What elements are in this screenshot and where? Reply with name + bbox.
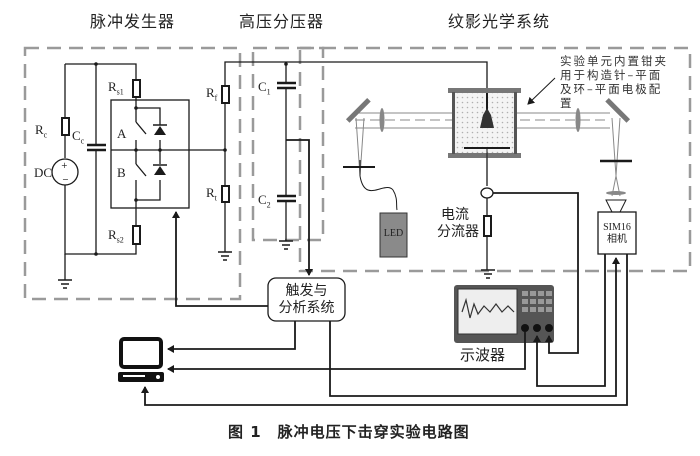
ground-icon (481, 269, 495, 279)
camera-name: 相机 (607, 234, 627, 245)
label-rs2: Rs2 (108, 227, 124, 245)
resistor-rc (61, 117, 70, 136)
streamer (480, 108, 494, 128)
shunt-circuit (480, 158, 494, 270)
label-c1: C1 (258, 79, 271, 97)
label-cc: Cc (72, 128, 85, 146)
figure-caption: 图 1 脉冲电压下击穿实验电路图 (228, 423, 470, 441)
dc-minus: − (62, 175, 69, 184)
label-rf: Rf (206, 85, 218, 103)
schlieren-optics (343, 77, 632, 213)
signal-wiring (141, 192, 628, 406)
current-probe (480, 187, 494, 199)
pulse-generator-boundary (23, 46, 242, 301)
resistor-rs1 (132, 79, 141, 98)
divider-circuit (221, 61, 488, 276)
shunt-label-line: 电流 (441, 207, 469, 223)
diode-a (154, 126, 166, 135)
label-dc: DC (34, 165, 53, 180)
annotation-line: 及环–平面电极配 (560, 82, 663, 96)
oscilloscope (454, 285, 554, 343)
section-title-hv-divider: 高压分压器 (239, 12, 325, 31)
trigger-analysis-label: 触发与 分析系统 (268, 283, 345, 317)
trigger-analysis-box (267, 277, 346, 322)
section-boundaries (23, 46, 692, 301)
diode-b (154, 166, 166, 175)
oscilloscope-label: 示波器 (460, 346, 506, 364)
led-box (379, 212, 408, 258)
ground-icon (218, 251, 232, 261)
current-shunt-label: 电流 分流器 (437, 207, 479, 241)
switch-box (110, 99, 190, 209)
resistor-rt (221, 185, 230, 203)
hv-divider-boundary (251, 46, 325, 242)
trigger-label-line: 分析系统 (278, 300, 335, 316)
ground-icon (279, 240, 293, 250)
resistor-rs2 (132, 225, 141, 245)
computer-icon (118, 337, 164, 382)
mirror-right (605, 97, 631, 123)
label-switch-a: A (117, 126, 127, 141)
led-label: LED (383, 228, 404, 239)
dc-plus: + (61, 161, 68, 170)
mirror-left (345, 97, 371, 123)
ground-symbols (58, 240, 495, 289)
trigger-label-line: 触发与 (285, 283, 328, 299)
label-rs1: Rs1 (108, 79, 124, 97)
electrode-annotation: 实验单元内置钳夹 用于构造针–平面 及环–平面电极配 置 (560, 54, 668, 110)
resistor-rf (221, 85, 230, 104)
label-c2: C2 (258, 192, 271, 210)
shunt-resistor (483, 215, 492, 237)
annotation-line: 实验单元内置钳夹 (560, 54, 668, 68)
section-title-schlieren: 纹影光学系统 (448, 12, 551, 31)
lens-camera (606, 191, 626, 195)
diodes (94, 62, 288, 256)
camera-model: SIM16 (603, 222, 631, 233)
section-title-pulse-generator: 脉冲发生器 (90, 12, 176, 31)
lens-right (575, 108, 581, 132)
shunt-label-line: 分流器 (437, 224, 479, 240)
label-rc: Rc (35, 122, 48, 140)
lens-left (379, 108, 385, 132)
annotation-line: 置 (560, 96, 574, 110)
label-switch-b: B (117, 165, 126, 180)
camera-box (597, 211, 637, 255)
label-rt: Rt (206, 185, 217, 203)
camera-label: SIM16 相机 (598, 222, 636, 246)
pulse-generator-circuit (51, 63, 225, 280)
annotation-line: 用于构造针–平面 (560, 68, 663, 82)
ground-icon (58, 279, 72, 289)
